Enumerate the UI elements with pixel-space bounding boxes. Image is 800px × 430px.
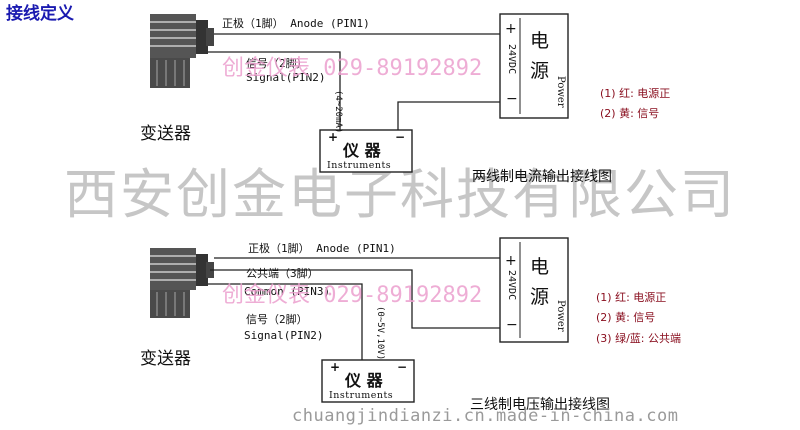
- watermark-company: 西安创金电子科技有限公司: [64, 163, 736, 226]
- d2-legend-2: (2) 黄: 信号: [596, 311, 656, 324]
- d2-common-wire: [210, 269, 500, 329]
- d2-instrument-minus: −: [397, 360, 408, 374]
- watermark-url: chuangjindianzi.cn.made-in-china.com: [292, 406, 679, 426]
- d2-power-cn-2: 源: [530, 286, 550, 308]
- d1-current-label: (4~20mA): [333, 90, 343, 134]
- d1-power-plus: +: [505, 21, 517, 37]
- d1-power-en: Power: [555, 76, 566, 108]
- d2-signal-wire: [208, 283, 363, 360]
- d2-voltage-label: (0~5V,10V): [375, 306, 385, 361]
- watermark-overlay-1: 创金仪表 029-89192892: [222, 56, 483, 81]
- d1-instrument-box: [319, 129, 413, 173]
- d2-instrument-cn: 仪 器: [345, 371, 383, 390]
- d2-signal-label-en: Signal(PIN2): [244, 329, 324, 342]
- d1-power-cn-1: 电: [530, 30, 550, 52]
- d1-transmitter-label: 变送器: [140, 124, 191, 144]
- d2-instrument-box: [321, 359, 415, 403]
- d1-legend-1: (1) 红: 电源正: [600, 87, 671, 100]
- d2-power-voltage: 24VDC: [506, 270, 517, 301]
- d2-power-minus: −: [506, 317, 518, 333]
- d2-anode-label: 正极（1脚） Anode (PIN1): [248, 242, 396, 255]
- d1-signal-wire: [208, 51, 341, 130]
- transmitter-2: [150, 248, 214, 318]
- d1-instrument-en: Instruments: [327, 160, 392, 171]
- d2-transmitter-label: 变送器: [140, 349, 191, 369]
- d1-power-voltage: 24VDC: [506, 44, 517, 75]
- d1-instrument-cn: 仪 器: [343, 141, 381, 160]
- transmitter-1: [150, 14, 214, 88]
- d1-power-cn-2: 源: [530, 60, 550, 82]
- transmitter-2-body: [150, 248, 196, 290]
- d1-instrument-plus: +: [328, 130, 339, 144]
- d2-legend-3: (3) 绿/蓝: 公共端: [596, 332, 681, 345]
- d2-legend-1: (1) 红: 电源正: [596, 291, 667, 304]
- d2-common-label-en: Common (PIN3): [244, 285, 331, 298]
- d2-caption: 三线制电压输出接线图: [470, 397, 610, 413]
- d1-caption: 两线制电流输出接线图: [472, 169, 612, 185]
- d2-instrument-en: Instruments: [329, 390, 394, 401]
- d2-power-en: Power: [555, 300, 566, 332]
- transmitter-1-body: [150, 14, 196, 58]
- d2-signal-label: 信号（2脚）: [246, 313, 308, 326]
- d2-power-plus: +: [505, 253, 517, 269]
- d1-return-wire: [397, 101, 500, 130]
- d1-instrument-minus: −: [395, 130, 406, 144]
- transmitter-1-connector: [196, 20, 208, 54]
- d1-anode-label: 正极（1脚） Anode (PIN1): [222, 17, 370, 30]
- d1-signal-label-en: Signal(PIN2): [246, 71, 326, 84]
- d2-common-label: 公共端（3脚）: [246, 267, 319, 280]
- d2-power-cn-1: 电: [530, 256, 550, 278]
- page-title: 接线定义: [6, 4, 74, 24]
- d1-power-minus: −: [506, 91, 518, 107]
- transmitter-2-connector: [196, 254, 208, 286]
- d2-instrument-plus: +: [330, 360, 341, 374]
- d1-power-box: [499, 13, 569, 119]
- d2-power-box: [499, 237, 569, 343]
- d1-signal-label: 信号（2脚）: [246, 57, 308, 70]
- d1-legend-2: (2) 黄: 信号: [600, 107, 660, 120]
- watermark-overlay-2: 创金仪表 029-89192892: [222, 283, 483, 308]
